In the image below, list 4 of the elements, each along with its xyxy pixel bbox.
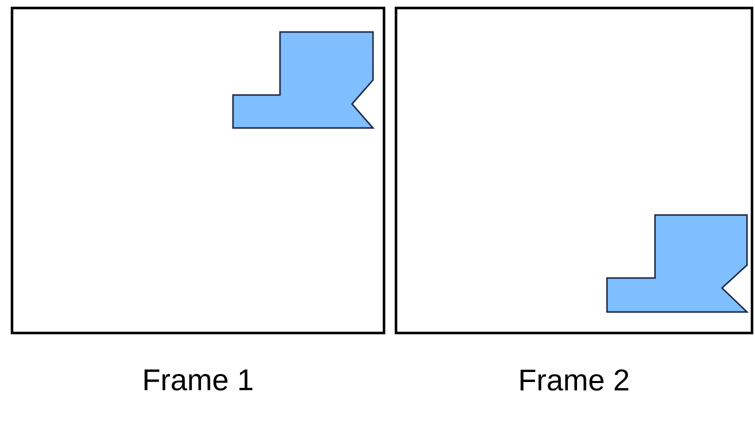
node-label: Frame 2	[520, 369, 628, 391]
frame-panel: Frame 1	[10, 6, 386, 390]
frame-panel: Frame 2	[394, 6, 754, 391]
node-label: Frame 1	[144, 370, 252, 390]
